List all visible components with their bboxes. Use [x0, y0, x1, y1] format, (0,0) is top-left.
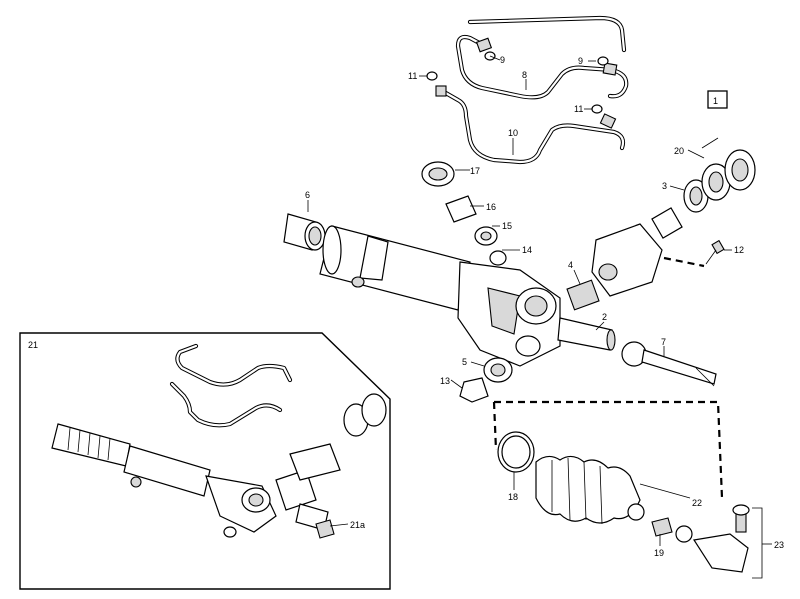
label-10: 10: [508, 128, 518, 138]
label-13: 13: [440, 376, 450, 386]
label-21a: 21a: [350, 520, 365, 530]
label-2: 2: [602, 312, 607, 322]
label-16: 16: [486, 202, 496, 212]
alignment-dashed-lines: [492, 256, 724, 499]
label-14: 14: [522, 245, 532, 255]
label-1: 1: [713, 96, 718, 106]
boot-and-clamp: [497, 431, 645, 525]
bolt-12: [705, 239, 725, 265]
nuts-5-13: [459, 357, 513, 403]
label-15: 15: [502, 221, 512, 231]
label-8: 8: [522, 70, 527, 80]
tie-rod-end: [651, 504, 750, 573]
label-11a: 11: [408, 71, 417, 81]
label-9a: 9: [500, 55, 505, 65]
valve-housing: [566, 207, 683, 311]
part-labels: 9 9 8 11 11 10 20 3 12 17 16 15 14 4 2 6…: [28, 55, 784, 558]
label-12: 12: [734, 245, 744, 255]
inset-panel-21: [19, 332, 391, 590]
label-11b: 11: [574, 104, 583, 114]
label-4: 4: [568, 260, 573, 270]
label-23: 23: [774, 540, 784, 550]
pressure-pipe-10: [441, 89, 626, 165]
label-5: 5: [462, 357, 467, 367]
label-18: 18: [508, 492, 518, 502]
label-6: 6: [305, 190, 310, 200]
reference-box: 1: [707, 90, 728, 109]
pipe-fittings: [435, 37, 618, 129]
tie-rod-7: [621, 341, 717, 387]
label-9b: 9: [578, 56, 583, 66]
label-17: 17: [470, 166, 480, 176]
label-7: 7: [661, 337, 666, 347]
steering-gear-housing: [283, 213, 616, 367]
label-3: 3: [662, 181, 667, 191]
adjuster-parts: [421, 161, 507, 266]
label-20: 20: [674, 146, 684, 156]
label-22: 22: [692, 498, 702, 508]
leader-lines: [307, 55, 772, 579]
pressure-pipe-8: [455, 15, 629, 100]
bearing-and-seals: [683, 149, 756, 213]
label-21: 21: [28, 340, 38, 350]
label-19: 19: [654, 548, 664, 558]
seal-washers: [426, 51, 609, 114]
